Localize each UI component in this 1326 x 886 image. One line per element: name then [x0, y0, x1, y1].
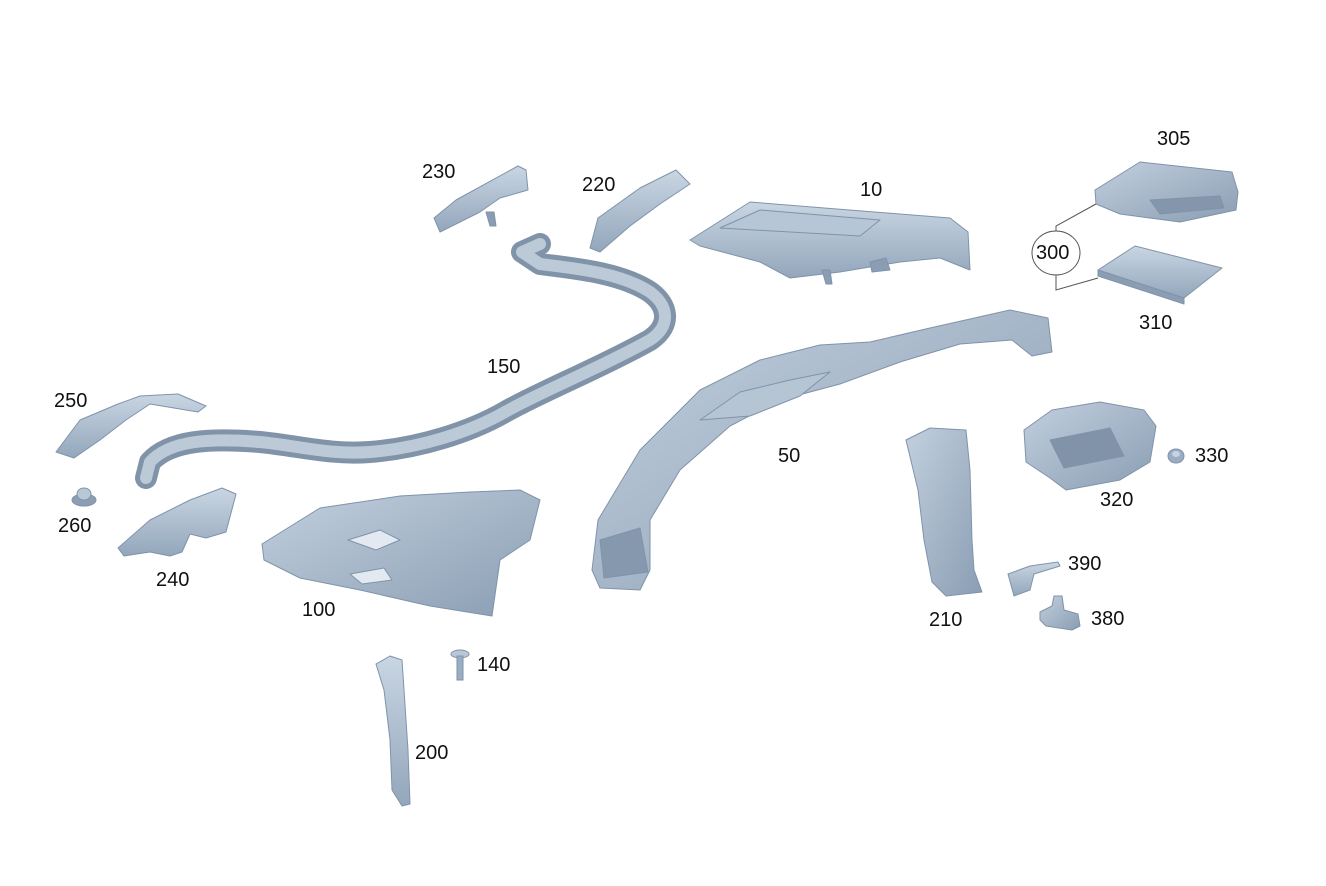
part-250-shape	[55, 393, 207, 459]
label-200: 200	[415, 742, 449, 764]
label-140: 140	[477, 654, 511, 676]
part-200-shape	[375, 655, 411, 807]
label-380: 380	[1091, 608, 1125, 630]
label-230: 230	[422, 161, 456, 183]
label-250: 250	[54, 390, 88, 412]
part-305-shape	[1094, 161, 1239, 223]
label-240: 240	[156, 569, 190, 591]
part-10-shape	[689, 201, 971, 285]
part-150-shape	[135, 233, 676, 489]
label-260: 260	[58, 515, 92, 537]
part-390-shape	[1007, 561, 1061, 597]
part-300-callout	[1031, 203, 1099, 291]
label-310: 310	[1139, 312, 1173, 334]
part-230-shape	[433, 165, 529, 233]
part-240-shape	[117, 487, 237, 557]
label-330: 330	[1195, 445, 1229, 467]
part-140-shape	[450, 649, 470, 681]
label-390: 390	[1068, 553, 1102, 575]
label-220: 220	[582, 174, 616, 196]
label-150: 150	[487, 356, 521, 378]
label-305: 305	[1157, 128, 1191, 150]
part-380-shape	[1039, 595, 1081, 631]
part-210-shape	[905, 427, 983, 597]
label-320: 320	[1100, 489, 1134, 511]
part-330-shape	[1167, 448, 1185, 464]
label-50: 50	[778, 445, 801, 467]
part-100-shape	[261, 489, 541, 617]
label-10: 10	[860, 179, 883, 201]
part-220-shape	[589, 169, 691, 253]
part-320-shape	[1023, 401, 1157, 491]
label-100: 100	[302, 599, 336, 621]
part-50-shape	[591, 309, 1053, 591]
label-210: 210	[929, 609, 963, 631]
part-310-shape	[1097, 245, 1223, 305]
label-300: 300	[1036, 242, 1070, 264]
part-260-shape	[71, 487, 97, 507]
